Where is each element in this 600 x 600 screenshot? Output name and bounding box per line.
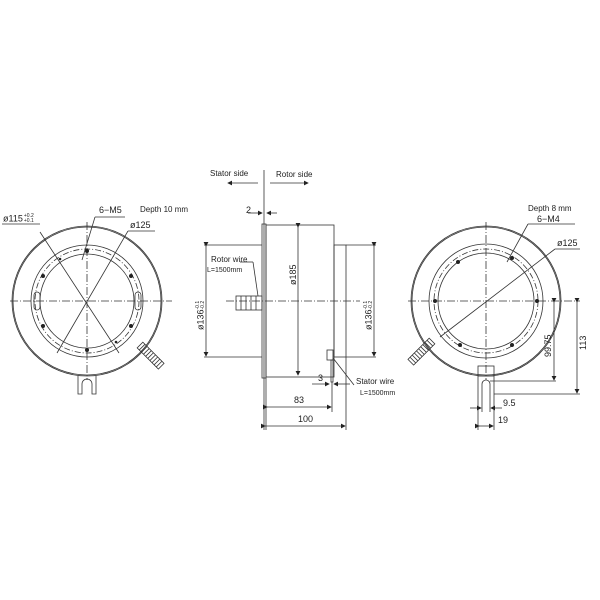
- left-dia-tol-lower: -0.2: [200, 300, 206, 310]
- side-view: [203, 170, 377, 430]
- right-rear-view: [407, 222, 580, 430]
- bore-dia-value: ø115: [3, 213, 23, 224]
- rotor-side-label: Rotor side: [276, 170, 313, 179]
- rotor-wire-length: L=1500mm: [207, 267, 243, 274]
- dim-100: 100: [298, 414, 314, 424]
- dim-3: 3: [318, 373, 324, 383]
- right-dia-tolerance: -0.1-0.2: [363, 300, 374, 310]
- left-holes-depth: Depth 10 mm: [140, 205, 189, 214]
- body-dia-dim: ø185: [288, 264, 298, 285]
- right-holes-label: 6−M4: [537, 214, 560, 224]
- stator-wire-length: L=1500mm: [360, 390, 396, 397]
- left-front-view: [2, 216, 172, 395]
- stator-side-label: Stator side: [210, 169, 249, 178]
- right-dia-tol-lower: -0.2: [368, 300, 374, 310]
- left-pcd-label: ø125: [130, 220, 151, 230]
- left-bore-diameter: ø115+0.2+0.1: [3, 214, 34, 224]
- dim-99-75: 99.75: [543, 334, 553, 357]
- rotor-wire-label: Rotor wire: [211, 255, 248, 264]
- bore-tolerance: +0.2+0.1: [24, 214, 34, 224]
- right-pcd-label: ø125: [557, 238, 578, 248]
- right-dia-dim: ø136-0.1-0.2: [363, 300, 374, 330]
- right-holes-depth: Depth 8 mm: [528, 204, 572, 213]
- dim-19: 19: [498, 415, 509, 425]
- dim-9-5: 9.5: [503, 398, 516, 408]
- dim-83: 83: [294, 395, 305, 405]
- left-dia-tolerance: -0.1-0.2: [195, 300, 206, 310]
- left-dia-dim: ø136-0.1-0.2: [195, 300, 206, 330]
- right-dia-value: ø136: [363, 309, 374, 330]
- dim-113: 113: [578, 335, 588, 350]
- bore-tol-lower: +0.1: [23, 218, 34, 224]
- flange-thickness-dim: 2: [246, 205, 252, 215]
- stator-wire-label: Stator wire: [356, 377, 395, 386]
- left-dia-value: ø136: [195, 309, 206, 330]
- bore-tol-upper: +0.2: [23, 213, 34, 219]
- left-holes-label: 6−M5: [99, 205, 122, 215]
